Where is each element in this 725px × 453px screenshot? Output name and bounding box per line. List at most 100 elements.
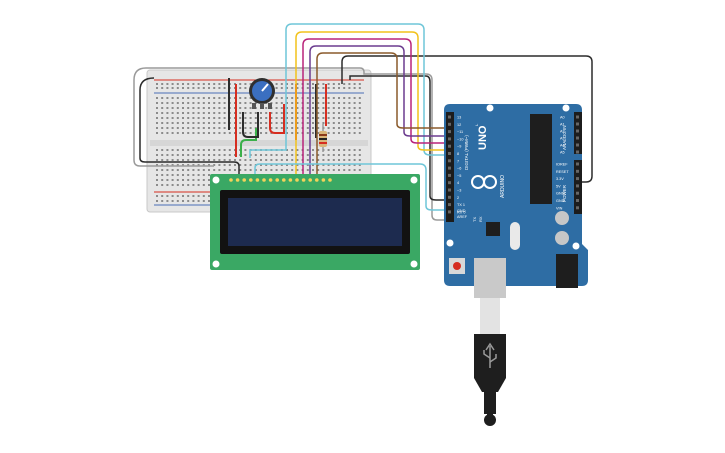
breadboard-hole xyxy=(244,154,247,156)
breadboard-hole xyxy=(228,132,231,134)
breadboard-hole xyxy=(182,122,184,124)
breadboard-hole xyxy=(187,195,190,197)
breadboard-hole xyxy=(223,164,226,166)
arduino-wires xyxy=(133,23,593,221)
breadboard-hole xyxy=(197,149,200,151)
arduino-board[interactable]: UNO ARDUINO DIGITAL (PWM~) POWER ANALOG … xyxy=(444,104,588,298)
breadboard-hole xyxy=(260,122,262,124)
breadboard-hole xyxy=(182,83,184,85)
potentiometer[interactable] xyxy=(249,78,275,109)
breadboard-hole xyxy=(213,97,216,99)
breadboard-hole xyxy=(176,127,179,129)
breadboard-hole xyxy=(197,200,200,202)
breadboard-hole xyxy=(156,169,158,171)
breadboard-hole xyxy=(358,122,361,124)
breadboard-hole xyxy=(208,102,210,104)
breadboard-hole xyxy=(286,159,288,161)
breadboard-hole xyxy=(161,122,164,124)
breadboard-hole xyxy=(213,87,216,89)
breadboard-hole xyxy=(171,169,174,171)
breadboard-hole xyxy=(343,83,346,85)
breadboard-hole xyxy=(332,127,335,129)
breadboard-hole xyxy=(286,169,288,171)
breadboard-hole xyxy=(239,107,242,109)
breadboard-hole xyxy=(358,132,361,134)
breadboard-hole xyxy=(208,127,210,129)
digital-pin-hole xyxy=(448,159,451,163)
breadboard-hole xyxy=(358,97,361,99)
breadboard-hole xyxy=(218,132,221,134)
breadboard-hole xyxy=(249,169,252,171)
breadboard-hole xyxy=(312,149,314,151)
breadboard-hole xyxy=(197,117,200,119)
breadboard-hole xyxy=(353,107,356,109)
breadboard-hole xyxy=(208,122,210,124)
breadboard-hole xyxy=(254,112,257,114)
breadboard-hole xyxy=(249,97,252,99)
breadboard-hole xyxy=(322,87,325,89)
breadboard-hole xyxy=(348,122,351,124)
breadboard-hole xyxy=(156,107,158,109)
breadboard-hole xyxy=(208,174,210,176)
breadboard-hole xyxy=(161,87,164,89)
lcd-pin xyxy=(282,178,286,182)
breadboard-hole xyxy=(213,169,216,171)
breadboard-hole xyxy=(202,122,205,124)
power-pin-label: 5V xyxy=(556,184,561,188)
digital-pin-label: 12 xyxy=(457,123,461,127)
breadboard-hole xyxy=(254,117,257,119)
breadboard-hole xyxy=(353,127,356,129)
breadboard-hole xyxy=(338,112,340,114)
analog-pin-label: A5 xyxy=(560,151,565,155)
breadboard-hole xyxy=(176,112,179,114)
resistor[interactable] xyxy=(319,124,327,152)
breadboard-hole xyxy=(317,87,320,89)
analog-label: ANALOG IN xyxy=(562,125,567,150)
analog-pin-label: A3 xyxy=(560,137,565,141)
breadboard-hole xyxy=(275,87,278,89)
breadboard-hole xyxy=(322,164,325,166)
breadboard-hole xyxy=(260,169,262,171)
breadboard-hole xyxy=(348,83,351,85)
breadboard-hole xyxy=(348,159,351,161)
crystal xyxy=(510,222,520,250)
breadboard-hole xyxy=(208,112,210,114)
breadboard-hole xyxy=(291,149,294,151)
breadboard-hole xyxy=(260,127,262,129)
breadboard-hole xyxy=(343,87,346,89)
breadboard-hole xyxy=(280,83,283,85)
breadboard-hole xyxy=(327,154,330,156)
breadboard-hole xyxy=(197,122,200,124)
breadboard-hole xyxy=(286,83,288,85)
breadboard-hole xyxy=(338,154,340,156)
breadboard-hole xyxy=(228,149,231,151)
breadboard-hole xyxy=(296,97,299,99)
power-pin-label: GND xyxy=(556,192,565,196)
breadboard-hole xyxy=(317,102,320,104)
breadboard-hole xyxy=(161,154,164,156)
breadboard-hole xyxy=(187,200,190,202)
breadboard-hole xyxy=(197,83,200,85)
l-label: L xyxy=(474,123,479,126)
rx-label: RX xyxy=(478,216,483,222)
breadboard-hole xyxy=(218,102,221,104)
breadboard-hole xyxy=(223,169,226,171)
breadboard-hole xyxy=(244,107,247,109)
breadboard-hole xyxy=(171,149,174,151)
breadboard-hole xyxy=(265,127,268,129)
breadboard-hole xyxy=(275,112,278,114)
breadboard-hole xyxy=(208,195,210,197)
breadboard-hole xyxy=(332,149,335,151)
breadboard-hole xyxy=(192,117,195,119)
analog-pin-hole xyxy=(576,143,579,147)
breadboard-hole xyxy=(213,127,216,129)
breadboard-hole xyxy=(187,97,190,99)
breadboard-hole xyxy=(171,184,174,186)
breadboard-hole xyxy=(275,154,278,156)
lcd-module[interactable] xyxy=(210,174,420,270)
breadboard-hole xyxy=(161,102,164,104)
breadboard-hole xyxy=(343,97,346,99)
breadboard-hole xyxy=(280,122,283,124)
breadboard-hole xyxy=(182,195,184,197)
